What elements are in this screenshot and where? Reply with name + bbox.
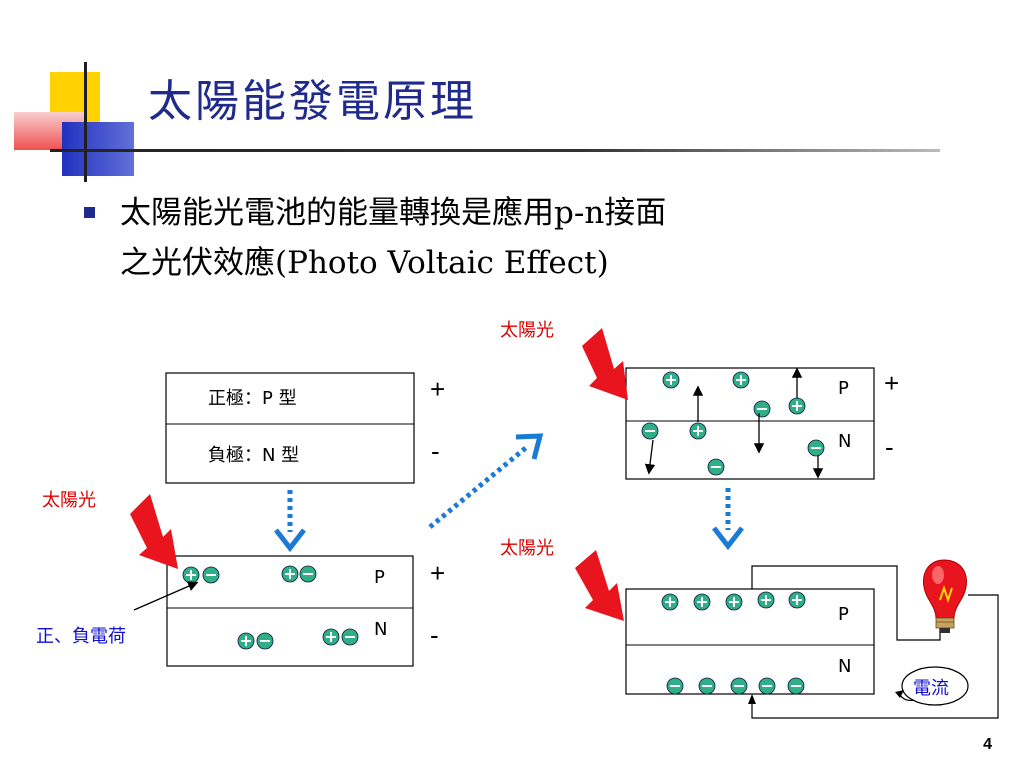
flow-arrow-diagonal-head: [515, 433, 544, 460]
positive-charge: [661, 593, 679, 611]
decor-vertical-line: [84, 62, 87, 182]
plus-sign: +: [884, 368, 900, 398]
negative-charge: [698, 677, 716, 695]
minus-sign: -: [431, 436, 440, 466]
flow-arrow-diagonal: [428, 444, 530, 529]
charge-pointer-arrow: [133, 581, 199, 611]
sunlight-label: 太陽光: [500, 538, 554, 559]
bullet-marker: [84, 207, 95, 218]
flow-arrow-down-head: [274, 528, 306, 553]
p-layer-label: P: [838, 604, 849, 625]
positive-charge: [788, 397, 806, 415]
plus-sign: +: [430, 374, 446, 404]
current-pointer-head: [895, 690, 904, 698]
page-number: 4: [983, 736, 992, 753]
negative-charge: [299, 565, 317, 583]
negative-charge: [707, 458, 725, 476]
pn-box-top-left: [165, 372, 415, 484]
sunlight-label: 太陽光: [42, 490, 96, 511]
positive-charge: [182, 566, 200, 584]
positive-charge: [281, 565, 299, 583]
bullet-line-1: 太陽能光電池的能量轉換是應用p-n接面: [120, 195, 667, 231]
sunlight-label: 太陽光: [500, 320, 554, 341]
minus-sign: -: [430, 620, 439, 650]
circuit-wire-bottom: [751, 594, 999, 719]
sunlight-arrow-icon: [130, 494, 178, 569]
positive-charge: [757, 591, 775, 609]
negative-charge: [641, 422, 659, 440]
positive-charge: [788, 591, 806, 609]
positive-pole-label: 正極：P 型: [208, 388, 297, 409]
negative-charge: [787, 677, 805, 695]
positive-charge: [689, 422, 707, 440]
negative-charge: [666, 677, 684, 695]
positive-charge: [322, 628, 340, 646]
positive-charge: [732, 371, 750, 389]
light-bulb-icon: [923, 559, 967, 633]
sunlight-arrow-icon: [582, 328, 628, 400]
p-layer-label: P: [374, 567, 385, 588]
page-title: 太陽能發電原理: [148, 76, 477, 127]
p-layer-label: P: [838, 378, 849, 399]
current-label-bubble: [901, 666, 969, 706]
negative-charge: [807, 439, 825, 457]
negative-charge: [753, 400, 771, 418]
positive-charge: [693, 593, 711, 611]
positive-charge: [725, 593, 743, 611]
bullet-line-2: 之光伏效應(Photo Voltaic Effect): [120, 245, 609, 281]
n-layer-label: N: [374, 619, 388, 640]
carrier-arrow: [644, 439, 656, 475]
flow-arrow-down-head: [712, 526, 744, 551]
negative-charge: [730, 677, 748, 695]
pn-box-top-right: [625, 367, 875, 480]
charge-label: 正、負電荷: [36, 626, 126, 647]
negative-pole-label: 負極：N 型: [208, 445, 300, 466]
positive-charge: [662, 371, 680, 389]
plus-sign: +: [430, 558, 446, 588]
positive-charge: [237, 632, 255, 650]
bullet-text: 太陽能光電池的能量轉換是應用p-n接面 之光伏效應(Photo Voltaic …: [120, 188, 920, 288]
title-underline: [50, 149, 940, 152]
current-label: 電流: [913, 678, 949, 699]
negative-charge: [758, 677, 776, 695]
negative-charge: [341, 628, 359, 646]
circuit-wire-top: [751, 565, 941, 641]
sunlight-arrow-icon: [575, 550, 624, 621]
n-layer-label: N: [838, 656, 852, 677]
minus-sign: -: [885, 432, 894, 462]
negative-charge: [202, 566, 220, 584]
current-arrow-head: [748, 694, 756, 704]
n-layer-label: N: [838, 431, 852, 452]
negative-charge: [256, 632, 274, 650]
